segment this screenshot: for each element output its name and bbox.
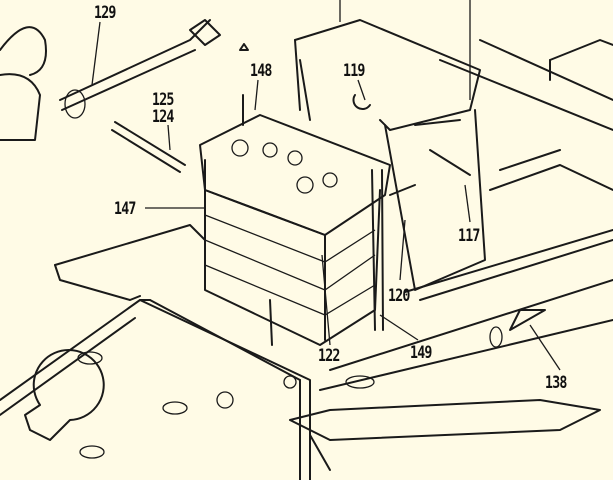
battery [199,43,416,346]
callout-117: 117 [458,226,480,246]
battery-box [294,19,486,291]
callout-138: 138 [545,373,567,393]
callout-149: 149 [410,343,432,363]
leader-lines [91,0,561,371]
callout-124: 124 [152,107,174,127]
callout-120: 120 [388,286,410,306]
callout-119: 119 [343,61,365,81]
frame-deck [0,39,613,480]
callout-129: 129 [94,3,116,23]
callout-147: 147 [114,199,136,219]
callout-125: 125 [152,90,174,110]
battery-cables [0,19,471,176]
callout-148: 148 [250,61,272,81]
callout-122: 122 [318,346,340,366]
